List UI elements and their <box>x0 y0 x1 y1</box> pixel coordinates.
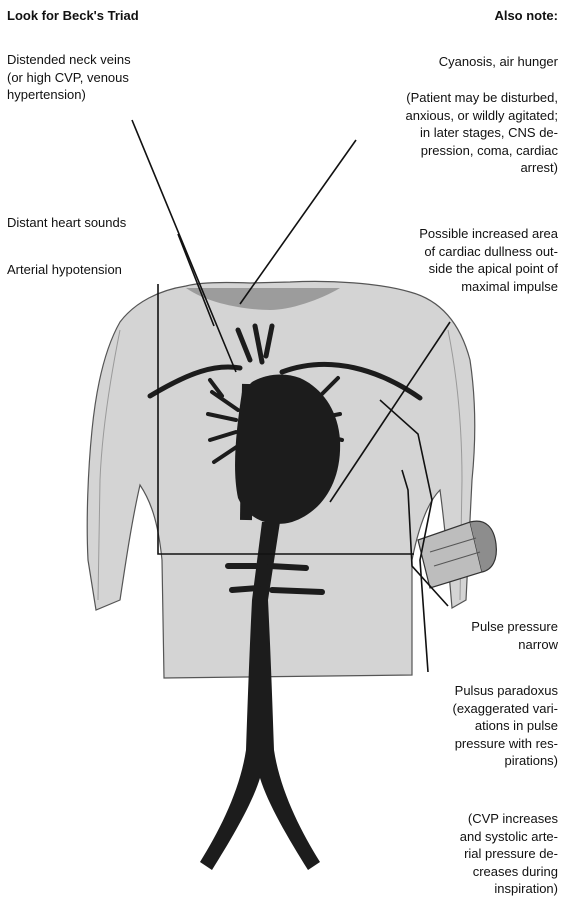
heart-vein-left <box>246 384 248 520</box>
label-heart-sounds: Distant heart sounds <box>7 214 126 232</box>
label-hypotension: Arterial hypotension <box>7 261 122 279</box>
also-note-heading: Also note: <box>494 7 558 25</box>
triad-heading: Look for Beck's Triad <box>7 7 139 25</box>
label-cvp-note: (CVP increases and systolic arte- rial p… <box>460 810 558 898</box>
label-neck-veins: Distended neck veins (or high CVP, venou… <box>7 51 131 104</box>
label-pulsus: Pulsus paradoxus (exaggerated vari- atio… <box>453 682 559 770</box>
label-patient-state: (Patient may be disturbed, anxious, or w… <box>406 89 558 177</box>
label-dullness: Possible increased area of cardiac dulln… <box>419 225 558 295</box>
bp-cuff <box>418 521 496 588</box>
label-cyanosis: Cyanosis, air hunger <box>439 53 558 71</box>
label-pulse-pressure: Pulse pressure narrow <box>471 618 558 653</box>
pointer-patient <box>240 140 356 304</box>
